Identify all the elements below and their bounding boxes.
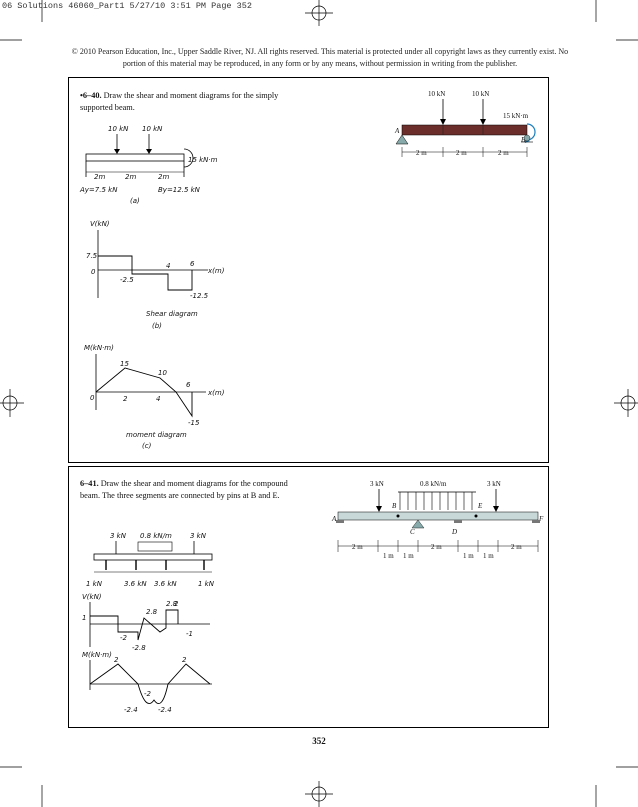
cb-point-a: A (331, 515, 337, 523)
cb-shear-axis-y: V(kN) (82, 593, 102, 601)
cb-point-f: F (538, 515, 544, 523)
span-label-3: 2 m (498, 149, 509, 157)
moment-axis-y: M(kN·m) (84, 344, 114, 352)
cb-point-b: B (392, 502, 397, 510)
sketch-caption-a: (a) (130, 197, 140, 205)
cb-shear-v6: -2 (120, 634, 128, 642)
cb-reaction-3: 3.6 kN (154, 580, 177, 588)
moment-diagram-641: M(kN·m) 2 -2 -2.4 -2.4 2 (82, 651, 212, 714)
cb-point-d: D (451, 528, 457, 536)
cb-span-6: 1 m (483, 552, 494, 560)
cb-shear-v5: -2.8 (132, 644, 146, 652)
cb-moment-v5: 2 (182, 656, 187, 664)
page-number: 352 (312, 736, 326, 746)
cb-shear-v7: 2.8 (166, 600, 178, 608)
cb-load-1: 3 kN (370, 480, 384, 488)
shear-caption: Shear diagram (146, 310, 198, 318)
moment-label: 15 kN·m (503, 112, 529, 120)
cb-span-4: 2 m (431, 543, 442, 551)
cb-sketch-load-3: 3 kN (190, 532, 207, 540)
shear-val-4: 4 (166, 262, 170, 270)
cb-point-e: E (477, 502, 483, 510)
cb-span-1: 2 m (352, 543, 363, 551)
problem-641-number: 6–41. (80, 479, 99, 488)
cb-sketch-load-1: 3 kN (110, 532, 127, 540)
shear-val-neg125: -12.5 (190, 292, 209, 300)
shear-val-neg25: -2.5 (120, 276, 134, 284)
moment-val-0: 0 (90, 394, 95, 402)
problem-640-text: •6–40. Draw the shear and moment diagram… (80, 90, 300, 114)
free-body-sketch-641: 3 kN 0.8 kN/m 3 kN 1 kN 3.6 kN 3.6 kN 1 … (86, 532, 215, 588)
cb-span-3: 1 m (403, 552, 414, 560)
support-label-b: B (521, 136, 526, 144)
moment-diagram-640: M(kN·m) x(m) 15 10 0 2 4 6 -15 moment di… (84, 344, 225, 450)
cb-sketch-load-2: 0.8 kN/m (140, 532, 172, 540)
span-label-1: 2 m (416, 149, 427, 157)
span-label-2: 2 m (456, 149, 467, 157)
cb-moment-axis-y: M(kN·m) (82, 651, 112, 659)
cb-load-3: 3 kN (487, 480, 501, 488)
moment-val-10: 10 (158, 369, 167, 377)
support-label-a: A (394, 127, 400, 135)
cb-moment-v3: -2.4 (124, 706, 138, 714)
beam-figure-641: 3 kN 0.8 kN/m 3 kN A B C D E F 2 m 1 m 1… (331, 480, 544, 560)
free-body-sketch-640: 10 kN 10 kN 15 kN·m 2m 2m 2m Ay=7.5 kN B… (79, 125, 218, 205)
moment-val-neg15: -15 (188, 419, 200, 427)
shear-caption-b: (b) (152, 322, 162, 330)
cb-reaction-1: 1 kN (86, 580, 103, 588)
shear-axis-x: x(m) (207, 267, 225, 275)
sketch-span-3: 2m (158, 173, 169, 181)
problem-641-statement: Draw the shear and moment diagrams for t… (80, 479, 288, 500)
sketch-load-2: 10 kN (142, 125, 163, 133)
cb-reaction-2: 3.6 kN (124, 580, 147, 588)
moment-tick-4: 4 (156, 395, 160, 403)
cb-moment-v1: 2 (114, 656, 119, 664)
moment-caption: moment diagram (126, 431, 187, 439)
moment-tick-6: 6 (186, 381, 191, 389)
moment-axis-x: x(m) (207, 389, 225, 397)
cb-shear-v4: -1 (186, 630, 193, 638)
problem-640-number: •6–40. (80, 91, 102, 100)
beam-figure-640: 10 kN 10 kN 15 kN·m A B 2 m 2 m 2 m (394, 90, 536, 157)
moment-tick-2: 2 (123, 395, 128, 403)
sketch-reaction-a: Ay=7.5 kN (79, 186, 118, 194)
print-slug: 06 Solutions 46060_Part1 5/27/10 3:51 PM… (2, 1, 252, 11)
shear-val-0: 0 (91, 268, 96, 276)
cb-shear-v1: 2.8 (146, 608, 158, 616)
load-label-1: 10 kN (428, 90, 445, 98)
sketch-span-2: 2m (125, 173, 136, 181)
shear-diagram-641: V(kN) 2.8 2 1 -1 -2.8 -2 2.8 (82, 593, 210, 652)
sketch-load-1: 10 kN (108, 125, 129, 133)
problem-640-statement: Draw the shear and moment diagrams for t… (80, 91, 279, 112)
sketch-moment: 15 kN·m (188, 156, 218, 164)
cb-shear-v2: 2 (174, 600, 179, 608)
copyright-notice: © 2010 Pearson Education, Inc., Upper Sa… (71, 47, 569, 68)
cb-shear-v3: 1 (82, 614, 86, 622)
sketch-reaction-b: By=12.5 kN (158, 186, 201, 194)
load-label-2: 10 kN (472, 90, 489, 98)
cb-span-2: 1 m (383, 552, 394, 560)
shear-axis-y: V(kN) (90, 220, 110, 228)
cb-moment-v4: -2.4 (158, 706, 172, 714)
problem-641-text: 6–41. Draw the shear and moment diagrams… (80, 478, 300, 502)
cb-reaction-4: 1 kN (198, 580, 215, 588)
moment-val-15: 15 (120, 360, 129, 368)
cb-load-2: 0.8 kN/m (420, 480, 447, 488)
cb-point-c: C (410, 528, 415, 536)
cb-span-5: 1 m (463, 552, 474, 560)
shear-val-75: 7.5 (86, 252, 98, 260)
sketch-span-1: 2m (94, 173, 105, 181)
moment-caption-c: (c) (142, 442, 152, 450)
cb-span-7: 2 m (511, 543, 522, 551)
cb-moment-v2: -2 (144, 690, 152, 698)
shear-diagram-640: V(kN) x(m) 7.5 -2.5 4 6 -12.5 0 Shear di… (86, 220, 225, 330)
shear-val-6: 6 (190, 260, 195, 268)
